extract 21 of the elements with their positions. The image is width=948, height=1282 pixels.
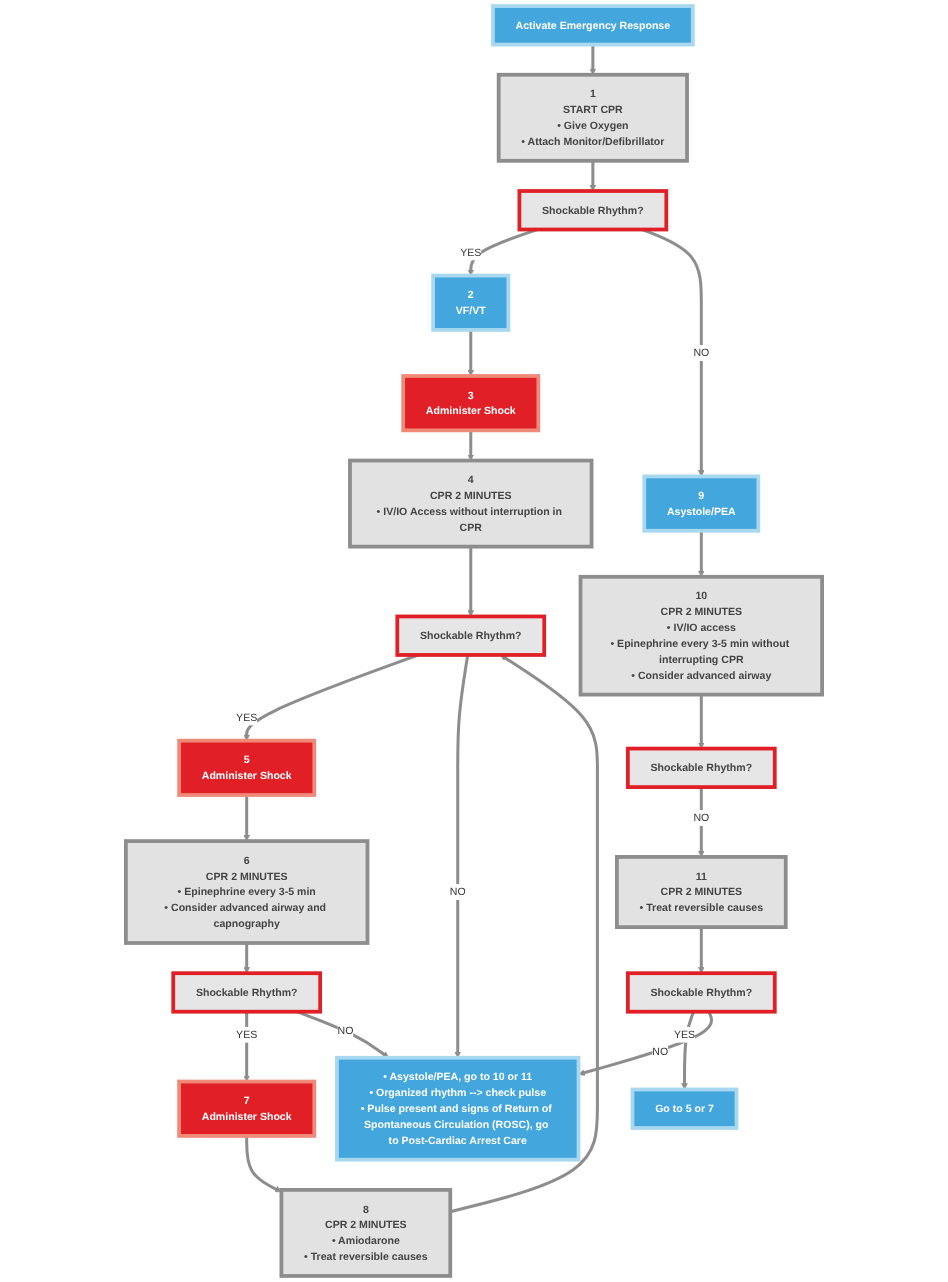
arrow bbox=[578, 1011, 714, 1076]
arrow bbox=[641, 228, 705, 477]
arrow bbox=[589, 160, 597, 192]
arrow bbox=[296, 1010, 389, 1059]
arrow bbox=[243, 653, 419, 741]
arrow bbox=[454, 654, 470, 1059]
arrow bbox=[681, 1011, 696, 1090]
arrow bbox=[467, 546, 475, 617]
arrow bbox=[698, 530, 705, 578]
arrow bbox=[698, 927, 705, 974]
arrow bbox=[243, 1011, 250, 1082]
arrow bbox=[589, 44, 597, 76]
arrow bbox=[243, 943, 250, 974]
arrow bbox=[698, 694, 705, 749]
arrow bbox=[449, 654, 599, 1214]
arrow bbox=[467, 329, 475, 377]
arrow bbox=[467, 430, 475, 461]
arrow bbox=[245, 1135, 282, 1193]
arrow bbox=[467, 228, 538, 276]
arrow bbox=[698, 787, 705, 858]
arrow bbox=[243, 795, 250, 842]
